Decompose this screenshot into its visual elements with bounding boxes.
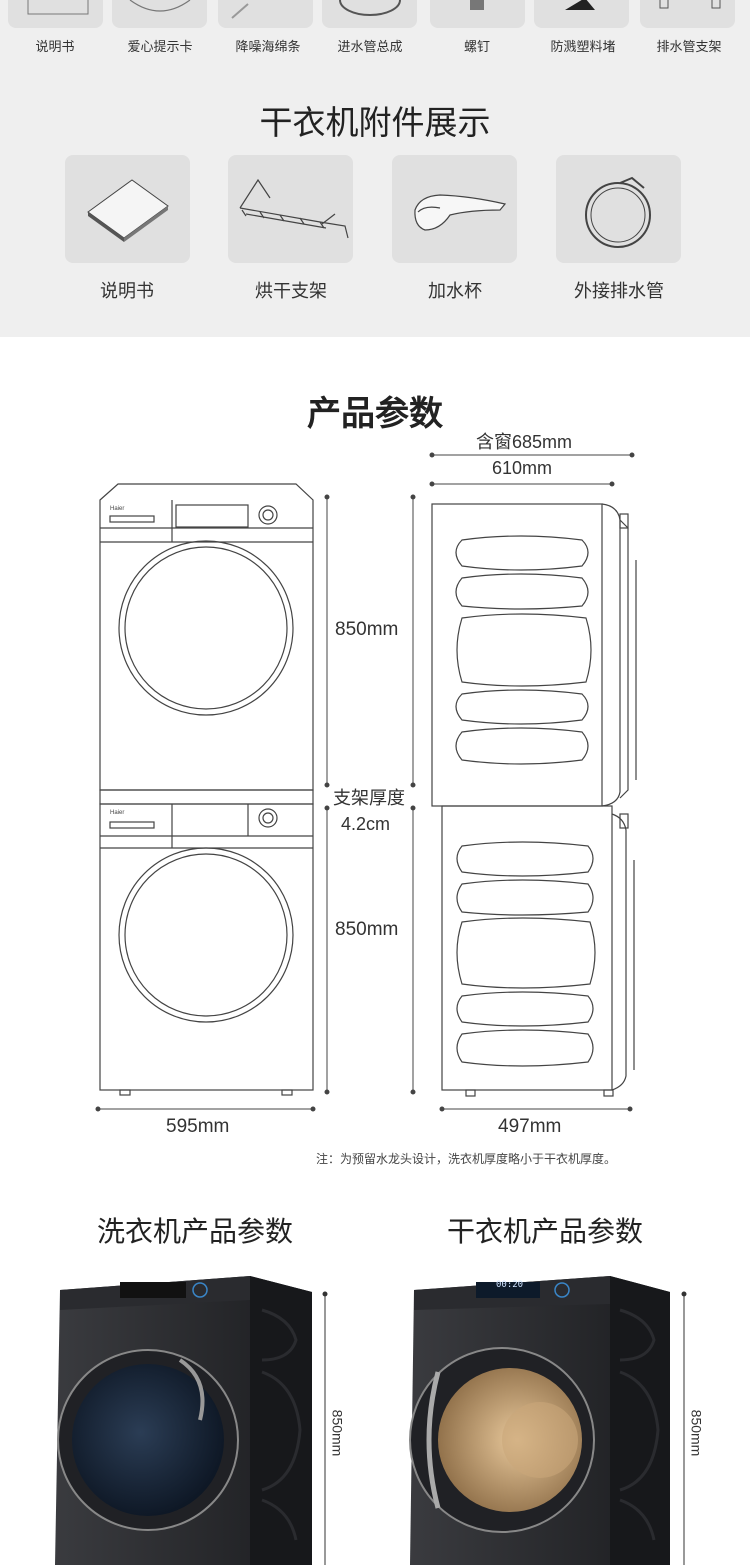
depth-dims [429,452,635,487]
depth-with-window: 含窗685mm [476,432,573,452]
accessory-label-5: 防溅塑料堵 [550,40,616,55]
accessory-tile-card [112,0,207,28]
width-dims [95,1106,633,1112]
front-washer [99,789,314,1096]
dryer-accessory-icons [87,176,651,248]
dryer-label-2: 加水杯 [428,281,482,302]
accessory-label-0: 说明书 [35,40,75,55]
accessory-tile-sponge [218,0,313,28]
dryer-display: 00:20 [496,1280,524,1290]
svg-text:Haier: Haier [110,810,124,816]
washer-params-title: 洗衣机产品参数 [96,1215,293,1248]
dryer-tile-hose [556,155,681,263]
washer-photo [55,1276,312,1565]
dryer-label-0: 说明书 [100,281,154,302]
side-dryer [431,503,637,807]
accessory-tile-bracket [640,0,735,28]
side-washer [441,805,635,1097]
params-title: 产品参数 [307,394,443,434]
dryer-label-1: 烘干支架 [255,281,327,302]
dryer-height: 850mm [688,1409,705,1457]
accessory-label-4: 螺钉 [463,40,490,55]
height-bottom: 850mm [335,919,399,940]
bracket-value: 4.2cm [341,814,391,834]
params-note: 注：为预留水龙头设计，洗衣机厚度略小于干衣机厚度。 [316,1152,617,1166]
bracket-label: 支架厚度 [333,788,405,808]
depth-bottom-value: 497mm [498,1116,562,1137]
dryer-label-3: 外接排水管 [574,281,664,302]
accessory-label-2: 降噪海绵条 [235,40,301,55]
rack-icon [239,178,349,239]
accessory-label-1: 爱心提示卡 [127,40,193,55]
dimension-drawing: Haier Haier [95,452,637,1112]
height-top: 850mm [335,619,399,640]
cup-icon [414,194,507,231]
dryer-photo [409,1276,670,1565]
manual-icon [87,179,169,242]
top-tiles-icons [27,0,721,19]
accessory-label-6: 排水管支架 [656,40,722,55]
width-value: 595mm [166,1116,230,1137]
hose-icon [585,176,651,248]
dryer-params-title: 干衣机产品参数 [446,1215,643,1248]
svg-text:Haier: Haier [110,506,124,512]
height-dim-left [324,494,416,1095]
washer-height: 850mm [329,1409,346,1457]
accessory-label-3: 进水管总成 [337,40,403,55]
depth-value: 610mm [492,458,553,478]
dryer-accessories-title: 干衣机附件展示 [259,103,491,142]
